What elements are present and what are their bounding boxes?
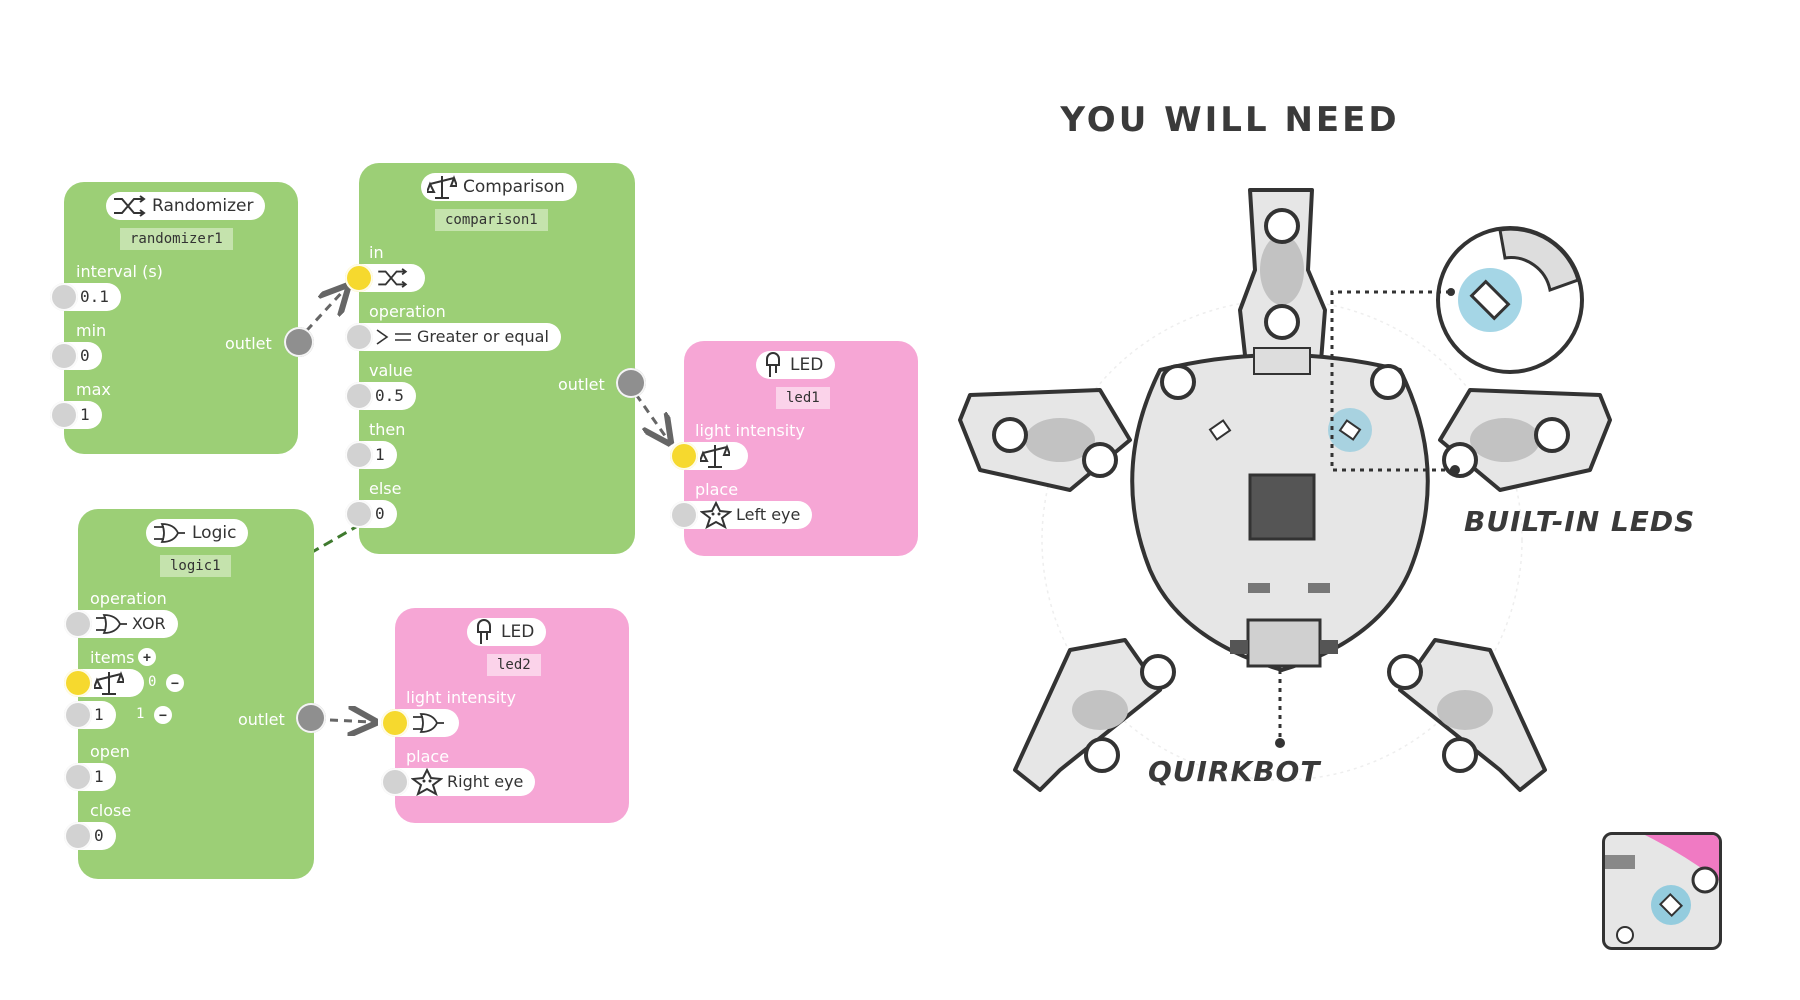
preview-thumbnail[interactable] [1602,832,1722,950]
led1-intensity-port[interactable] [670,442,698,470]
else-label: else [369,479,402,498]
wire-logic-to-led2 [329,720,372,722]
min-label: min [76,321,107,340]
in-port[interactable] [345,264,373,292]
item0-port[interactable] [64,669,92,697]
interval-port[interactable] [50,283,78,311]
close-label: close [90,801,132,820]
randomizer-id: randomizer1 [120,228,233,250]
shuffle-icon [378,268,408,288]
logic-outlet-label: outlet [238,710,285,729]
remove-item0-button[interactable]: − [166,674,184,692]
item1-port[interactable] [64,701,92,729]
operation-label: operation [369,302,446,321]
logic-operation-label: operation [90,589,167,608]
value-port[interactable] [345,382,373,410]
led1-id: led1 [776,387,830,409]
remove-item1-button[interactable]: − [154,706,172,724]
item0-index: 0 [148,674,157,690]
logic-operation-value: XOR [132,614,166,633]
right-led-icon [1338,419,1362,441]
led2-intensity-port[interactable] [381,709,409,737]
led-bulb-icon [477,619,491,644]
led2-place-port[interactable] [381,768,409,796]
comparison-title-text: Comparison [463,177,565,197]
led1-place-port[interactable] [670,501,698,529]
randomizer-outlet-port[interactable] [284,327,314,357]
logic-gate-icon [154,523,185,543]
you-will-need-heading: YOU WILL NEED [1060,100,1400,140]
max-port[interactable] [50,401,78,429]
led2-title: LED [467,618,547,646]
star-creature-icon [700,501,732,529]
interval-label: interval (s) [76,262,163,281]
left-led-icon [1208,419,1232,441]
led1-title: LED [756,351,836,379]
comparison-node[interactable]: Comparison comparison1 in operation Grea… [345,163,646,554]
led1-place-label: place [695,480,739,499]
in-label: in [369,243,384,262]
quirkbot-illustration [958,188,1612,792]
randomizer-node[interactable]: Randomizer randomizer1 interval (s) 0.1 … [50,182,314,454]
open-port[interactable] [64,763,92,791]
greater-equal-icon [376,329,411,345]
led2-intensity-label: light intensity [406,688,516,707]
logic-node[interactable]: Logic logic1 operation XOR items + 0 − 1… [64,509,326,879]
comparison-outlet-port[interactable] [616,368,646,398]
led2-place-value: Right eye [447,772,524,791]
quirkbot-label: QUIRKBOT [1148,755,1321,788]
logic-operation-port[interactable] [64,610,92,638]
logic-gate-icon [96,614,127,634]
max-label: max [76,380,111,399]
led2-node[interactable]: LED led2 light intensity place Right eye [381,608,629,823]
led1-node[interactable]: LED led1 light intensity place Left eye [670,341,918,556]
then-label: then [369,420,406,439]
led2-place-label: place [406,747,450,766]
add-item-button[interactable]: + [138,648,156,666]
randomizer-title-text: Randomizer [152,196,254,216]
operation-value: Greater or equal [417,327,549,346]
led-bulb-icon [766,352,780,377]
min-port[interactable] [50,342,78,370]
comparison-id: comparison1 [435,209,548,231]
operation-select[interactable]: Greater or equal [345,323,561,351]
led2-title-text: LED [501,622,535,642]
operation-port[interactable] [345,323,373,351]
logic-title: Logic [146,519,249,547]
logic-outlet-port[interactable] [296,703,326,733]
logic-id: logic1 [160,555,231,577]
value-label: value [369,361,413,380]
item1-index: 1 [136,706,145,722]
then-port[interactable] [345,441,373,469]
randomizer-title: Randomizer [106,192,266,220]
else-port[interactable] [345,500,373,528]
led1-title-text: LED [790,355,824,375]
comparison-title: Comparison [421,173,577,201]
led2-id: led2 [487,654,541,676]
led-closeup-icon [1605,835,1719,944]
wire-randomizer-to-comparison [295,289,345,343]
comparison-outlet-label: outlet [558,375,605,394]
open-label: open [90,742,130,761]
logic-title-text: Logic [192,523,237,543]
shuffle-icon [114,195,146,217]
items-label: items [90,648,135,667]
balance-scale-icon [427,175,457,199]
built-in-leds-label: BUILT-IN LEDS [1464,505,1696,538]
logic-gate-icon [413,713,444,733]
wire-comparison-to-led1 [626,382,668,440]
led1-intensity-label: light intensity [695,421,805,440]
led1-place-value: Left eye [736,505,801,524]
balance-scale-icon [700,444,730,468]
randomizer-outlet-label: outlet [225,334,272,353]
balance-scale-icon [94,671,124,695]
star-creature-icon [411,768,443,796]
close-port[interactable] [64,822,92,850]
